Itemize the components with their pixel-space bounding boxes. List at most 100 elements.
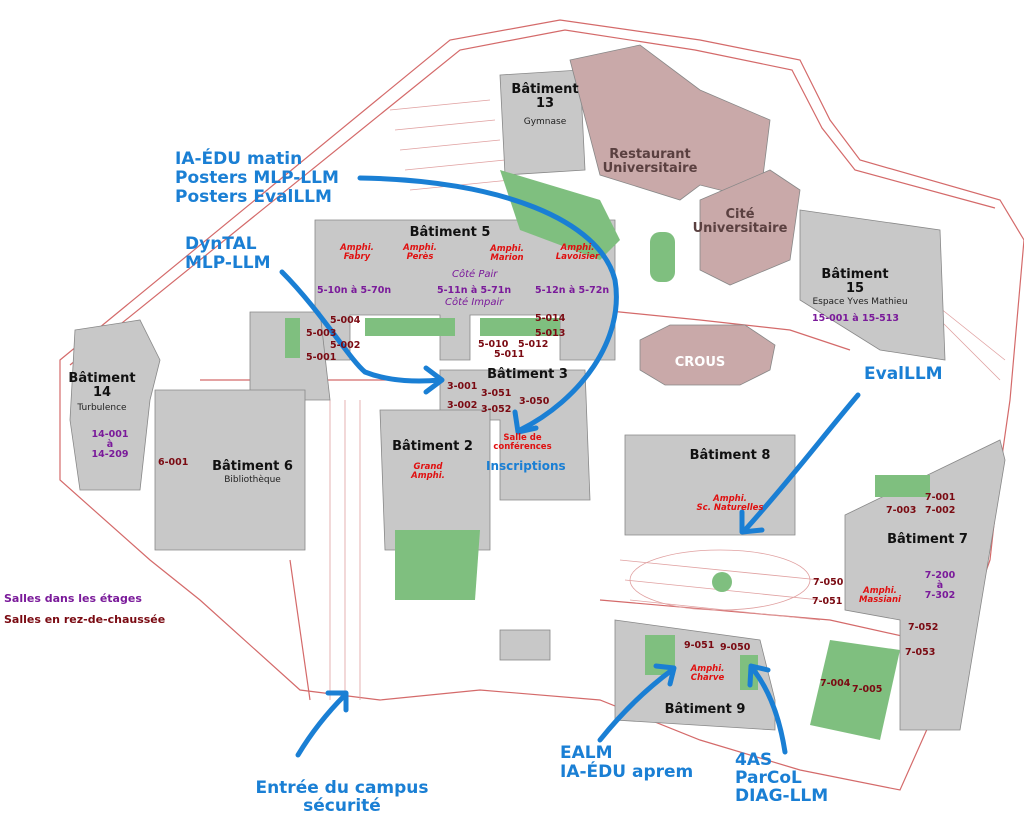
annotation-entree: Entrée du campus sécurité (252, 779, 432, 816)
building-13 (499, 69, 586, 176)
building-14-label: Bâtiment 14 (62, 372, 142, 399)
building-14-rooms: 14-001 à 14-209 (85, 430, 135, 460)
route-arrows (279, 175, 861, 758)
amphi-naturelles: Amphi. Sc. Naturelles (690, 495, 770, 513)
amphi-peres: Amphi. Perès (395, 244, 445, 262)
annotation-4as: 4AS ParCoL DIAG-LLM (735, 750, 829, 806)
amphi-massiani: Amphi. Massiani (850, 587, 910, 605)
amphi-massiani-line-2: Massiani (859, 594, 901, 605)
building-15-sub: Espace Yves Mathieu (812, 297, 908, 307)
amphi-lavoisier-line-1: Amphi. (560, 243, 595, 253)
building-14-rooms-from: 14-001 (91, 429, 129, 440)
green-space-2 (650, 232, 675, 282)
building-13-label: Bâtiment 13 (505, 83, 585, 110)
green-space-4 (499, 629, 551, 661)
room-3-001: 3-001 (447, 381, 478, 392)
building-8 (624, 434, 796, 536)
building-15-number: 15 (845, 280, 865, 296)
room-5-003: 5-003 (306, 328, 337, 339)
building-8-label: Bâtiment 8 (689, 448, 771, 463)
room-7-005: 7-005 (852, 684, 883, 695)
arrow-evalllm-head (739, 509, 765, 535)
annotation-4as-line-3: DIAG-LLM (735, 785, 829, 806)
room-5-002: 5-002 (330, 340, 361, 351)
building-15-rooms: 15-001 à 15-513 (812, 313, 900, 324)
amphi-naturelles-line-1: Amphi. (713, 494, 747, 504)
building-5-label: Bâtiment 5 (409, 225, 491, 240)
central-plaza-center (712, 572, 732, 592)
building-13-name: Bâtiment (511, 82, 579, 97)
annotation-ealm-line-2: IA-ÉDU aprem (560, 761, 694, 782)
building-2 (379, 409, 491, 551)
arrow-4as-head (747, 663, 771, 688)
amphi-peres-line-2: Perès (406, 251, 434, 262)
building-14-name: Bâtiment (68, 371, 136, 386)
room-7-050: 7-050 (813, 577, 844, 588)
arrow-iaedu-matin (357, 175, 619, 433)
building-5 (314, 219, 616, 361)
arrow-dyntal (279, 269, 443, 384)
b5-pair-left: 5-10n à 5-70n (317, 285, 392, 296)
amphi-marion: Amphi. Marion (482, 245, 532, 263)
building-7-upper-to: 7-302 (924, 589, 956, 601)
room-5-004: 5-004 (330, 315, 361, 326)
building-2-label: Bâtiment 2 (392, 439, 473, 454)
building-13-sub: Gymnase (523, 117, 567, 127)
b5-courtyard-right (480, 318, 560, 336)
annotation-4as-line-1: 4AS (735, 750, 773, 770)
cite-label: Cité Universitaire (680, 208, 800, 235)
annotation-entree-line-2: sécurité (303, 795, 381, 816)
restaurant-line-1: Restaurant (609, 147, 691, 162)
b7-garden (875, 475, 930, 497)
grand-amphi-line-1: Grand (413, 462, 443, 472)
amphi-charve-line-2: Charve (690, 672, 725, 683)
central-plaza (629, 549, 811, 611)
room-7-001: 7-001 (925, 492, 956, 503)
annotation-4as-line-2: ParCoL (735, 767, 802, 788)
building-14 (69, 319, 161, 491)
building-14-rooms-to: 14-209 (91, 448, 129, 460)
room-3-051: 3-051 (481, 388, 512, 399)
annotation-dyntal-line-2: MLP-LLM (185, 253, 271, 274)
annotation-dyntal: DynTAL MLP-LLM (185, 234, 271, 274)
building-7-upper-from: 7-200 (924, 570, 956, 581)
room-5-001: 5-001 (306, 352, 337, 363)
arrow-entree-head (325, 690, 349, 713)
room-7-004: 7-004 (820, 678, 851, 689)
cite-universitaire (699, 169, 801, 286)
cite-line-1: Cité (725, 207, 755, 222)
building-6 (154, 389, 306, 551)
annotation-evalllm: EvalLLM (864, 364, 943, 384)
building-9-label: Bâtiment 9 (664, 702, 746, 717)
arrow-entree (295, 692, 348, 758)
b5-pair-mid: 5-11n à 5-71n (437, 285, 512, 296)
grand-amphi: Grand Amphi. (398, 463, 458, 481)
annotation-iaedu-matin-line-3: Posters EvalLLM (175, 187, 332, 208)
room-7-051: 7-051 (812, 596, 843, 607)
building-7-upper-rooms: 7-200 à 7-302 (920, 571, 960, 601)
restaurant-line-2: Universitaire (602, 160, 698, 176)
arrow-iaedu-matin-head (512, 409, 539, 435)
cote-impair-label: Côté Impair (445, 297, 504, 308)
legend-ground-floor: Salles en rez-de-chaussée (4, 613, 166, 626)
building-14-number: 14 (92, 384, 112, 400)
annotation-dyntal-line-1: DynTAL (185, 234, 257, 254)
annotation-iaedu-matin-line-1: IA-ÉDU matin (175, 149, 303, 169)
cote-pair-label: Côté Pair (452, 269, 498, 280)
building-3-label: Bâtiment 3 (487, 367, 568, 382)
amphi-fabry-line-2: Fabry (343, 251, 371, 262)
b2-garden (395, 530, 480, 600)
building-7 (844, 439, 1006, 731)
restaurant-universitaire (569, 44, 771, 201)
amphi-fabry: Amphi. Fabry (332, 244, 382, 262)
salle-conferences: Salle de conférences (490, 434, 555, 452)
room-7-052: 7-052 (908, 622, 939, 633)
legend-upper-floors: Salles dans les étages (4, 592, 142, 605)
building-6-sub: Bibliothèque (224, 475, 281, 485)
annotation-iaedu-matin-line-2: Posters MLP-LLM (175, 168, 339, 189)
annotation-ealm-line-1: EALM (560, 743, 613, 763)
arrow-4as (749, 665, 788, 755)
amphi-fabry-line-1: Amphi. (340, 243, 374, 253)
b5-wing-garden (285, 318, 300, 358)
